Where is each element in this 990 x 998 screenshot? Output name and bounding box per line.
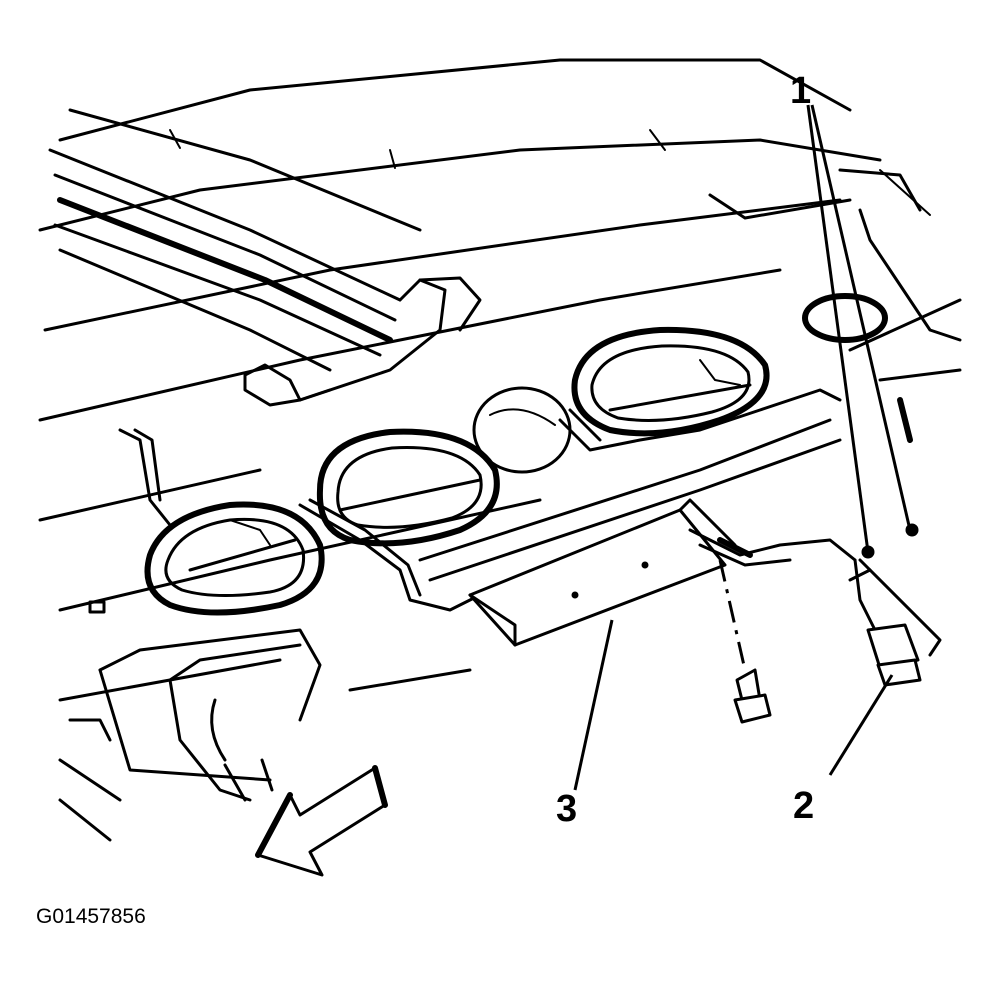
wiring-harness xyxy=(118,388,842,612)
electrical-connector xyxy=(848,523,942,687)
air-duct-opening-left xyxy=(144,501,325,616)
callout-2: 2 xyxy=(793,785,815,827)
callout-1: 1 xyxy=(790,70,812,112)
access-hole xyxy=(472,386,572,474)
bolt xyxy=(718,559,772,724)
air-duct-opening-right xyxy=(571,326,770,437)
front-molding xyxy=(58,600,322,842)
roof-rails xyxy=(48,108,482,407)
module-plate xyxy=(468,498,857,647)
front-direction-arrow xyxy=(255,765,388,877)
air-duct-opening-middle xyxy=(316,428,500,547)
figure-id: G01457856 xyxy=(36,905,146,928)
callout-3: 3 xyxy=(556,788,578,830)
leader-lines xyxy=(573,104,912,791)
